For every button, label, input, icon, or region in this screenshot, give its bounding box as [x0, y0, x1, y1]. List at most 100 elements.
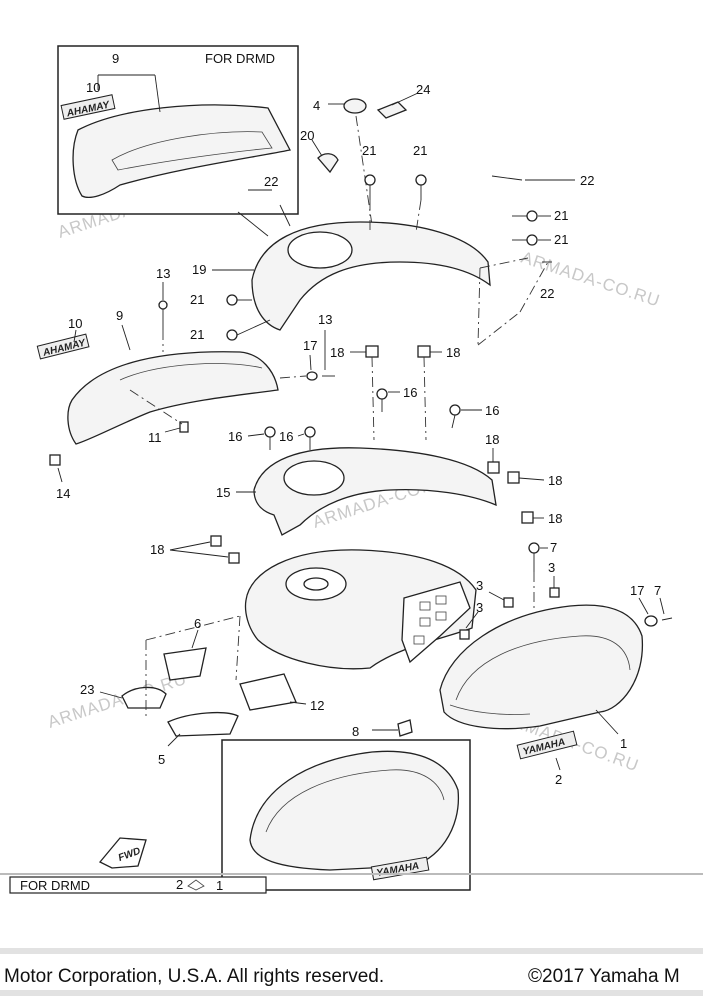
callout-15: 15: [216, 485, 230, 500]
clip-18d: [507, 471, 520, 484]
washer-17b: [644, 615, 658, 627]
part-15-frame: [236, 447, 497, 536]
callout-21-a: 21: [362, 143, 376, 158]
fwd-arrow: FWD: [98, 837, 147, 869]
callout-18-d: 18: [548, 473, 562, 488]
bolt-21f-shank: [236, 319, 271, 336]
bolt-21a: [364, 174, 376, 186]
callout-9-main: 9: [116, 308, 123, 323]
clip-18b: [417, 345, 431, 358]
part-24-plate: [376, 101, 408, 119]
leader-9b: [121, 324, 131, 351]
part-15-opening: [283, 460, 345, 496]
part-9-cover: AHAMAY: [36, 324, 279, 445]
callout-8: 8: [352, 724, 359, 739]
callout-16-a: 16: [403, 385, 417, 400]
bottom-strip: FOR DRMD 2 1: [0, 873, 703, 894]
leader-12: [289, 701, 307, 705]
dash-21b: [415, 199, 422, 233]
washer-17: [306, 371, 318, 381]
dash-18b: [423, 356, 427, 441]
inset-callout-2: 2: [176, 877, 183, 892]
callout-11: 11: [148, 430, 162, 445]
callout-13-b: 13: [318, 312, 332, 327]
bolt-7a: [528, 542, 540, 554]
dash-17: [279, 375, 307, 379]
clip-18a: [365, 345, 379, 358]
bolt-22b: [279, 204, 291, 227]
nut-3b: [503, 597, 514, 608]
callout-18-a: 18: [330, 345, 344, 360]
footer: Motor Corporation, U.S.A. All rights res…: [0, 948, 703, 996]
callout-18-b: 18: [446, 345, 460, 360]
clip-14: [49, 454, 61, 466]
leader-3b: [488, 591, 505, 601]
leader-18f2: [169, 549, 229, 558]
callout-17-b: 17: [630, 583, 644, 598]
pad-12: [239, 673, 297, 711]
callout-18-f: 18: [150, 542, 164, 557]
clip-18g: [228, 552, 240, 564]
bolt-21e: [226, 294, 238, 306]
small-parts-top: [311, 92, 419, 226]
inset-bottom: YAMAHA: [221, 739, 471, 891]
leader-10b: [73, 329, 77, 343]
leader-11: [164, 427, 181, 433]
fuel-tank-filler-inner: [303, 577, 329, 591]
footer-bar-top: [0, 948, 703, 954]
part-9-detail: [119, 363, 263, 381]
bolt-22a: [237, 211, 269, 237]
leader-7b: [659, 597, 665, 615]
inset-badge-plate: [60, 94, 116, 120]
dash-18a: [371, 356, 375, 441]
callout-21-f: 21: [190, 327, 204, 342]
callout-13-a: 13: [156, 266, 170, 281]
bolts-16: [247, 388, 482, 450]
leader-20: [311, 139, 323, 157]
dashline-4: [355, 115, 373, 226]
leader-18d: [518, 477, 545, 481]
leader-1: [595, 709, 619, 735]
inset-tank-contour: [265, 769, 445, 833]
leader-16d: [297, 433, 305, 437]
callout-19: 19: [192, 262, 206, 277]
bolts-13-17: [158, 282, 335, 381]
callout-7-a: 7: [550, 540, 557, 555]
leader-2: [555, 757, 561, 771]
callout-2: 2: [555, 772, 562, 787]
part-20-damper: [317, 153, 339, 174]
part-19-opening: [287, 231, 353, 269]
callout-22-a: 22: [264, 174, 278, 189]
clips-18-upper: [350, 345, 442, 441]
footer-copyright-right: ©2017 Yamaha M: [528, 966, 680, 987]
callout-3-c: 3: [476, 600, 483, 615]
callout-5: 5: [158, 752, 165, 767]
inset-cover-shape: [72, 104, 291, 199]
callout-12: 12: [310, 698, 324, 713]
bolt-21c: [526, 210, 538, 222]
part-19-shape: [251, 221, 491, 331]
bolt-16b: [449, 404, 461, 416]
clip-18e: [521, 511, 534, 524]
part-4-cap: [343, 98, 367, 114]
callout-21-e: 21: [190, 292, 204, 307]
callout-24: 24: [416, 82, 430, 97]
clips-11-14: [49, 389, 189, 483]
callout-3-b: 3: [476, 578, 483, 593]
callout-1: 1: [620, 736, 627, 751]
leader-5: [167, 733, 181, 747]
callout-23: 23: [80, 682, 94, 697]
callout-16-c: 16: [228, 429, 242, 444]
part-10-plate: [36, 333, 90, 360]
clips-18-left: [169, 535, 240, 564]
part-1-tank-cover: YAMAHA: [372, 604, 644, 771]
callout-18-e: 18: [548, 511, 562, 526]
pads-bracket: [145, 615, 241, 720]
leader-9a-r: [154, 74, 161, 113]
clips-18-right: [487, 448, 545, 524]
clip-11: [179, 421, 189, 433]
bracket-hole-2: [435, 595, 447, 605]
fuel-tank: [244, 549, 477, 670]
bolts-upper: [226, 174, 575, 341]
